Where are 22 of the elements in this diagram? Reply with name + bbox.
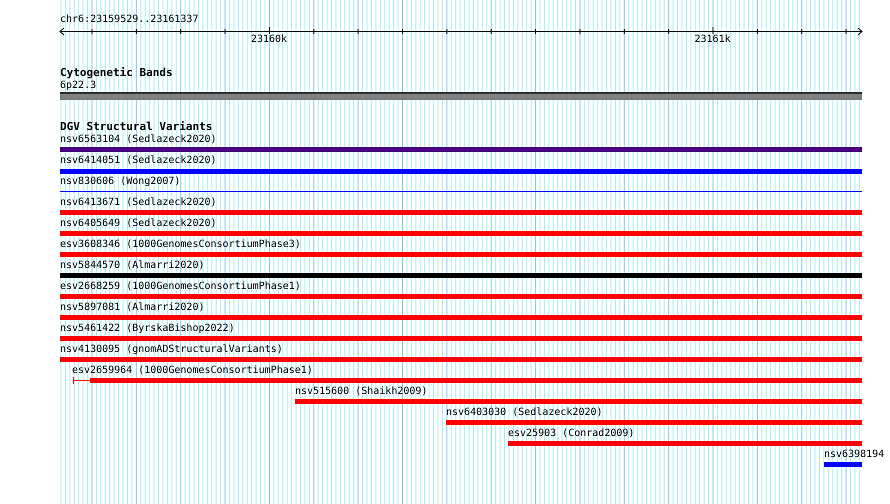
variant-label: nsv6413671 (Sedlazeck2020) [60,197,217,209]
variant-label: esv25903 (Conrad2009) [508,428,634,440]
variant-label: nsv5897081 (Almarri2020) [60,302,204,314]
variant-label: esv3608346 (1000GenomesConsortiumPhase3) [60,239,301,251]
variant-label: nsv830606 (Wong2007) [60,176,180,188]
tick-label: 23160k [250,34,288,46]
variant-label: nsv515600 (Shaikh2009) [295,386,428,398]
variant-label: nsv5844570 (Almarri2020) [60,260,204,272]
track-title: DGV Structural Variants [60,121,212,133]
track-title: Cytogenetic Bands [60,67,173,79]
variant-label: nsv6563104 (Sedlazeck2020) [60,134,217,146]
variant-label: nsv6403030 (Sedlazeck2020) [446,407,603,419]
variant-label: nsv6405649 (Sedlazeck2020) [60,218,217,230]
variant-label: nsv5461422 (ByrskaBishop2022) [60,323,235,335]
coordinate-range: chr6:23159529..23161337 [60,14,198,26]
variant-label: esv2668259 (1000GenomesConsortiumPhase1) [60,281,301,293]
tick-label: 23161k [694,34,731,46]
band-label: 6p22.3 [60,80,96,92]
variant-label: nsv4130095 (gnomADStructuralVariants) [60,344,283,356]
variant-label: esv2659964 (1000GenomesConsortiumPhase1) [72,365,313,377]
variant-label: nsv6414051 (Sedlazeck2020) [60,155,217,167]
variant-label: nsv6398194 [824,449,884,461]
